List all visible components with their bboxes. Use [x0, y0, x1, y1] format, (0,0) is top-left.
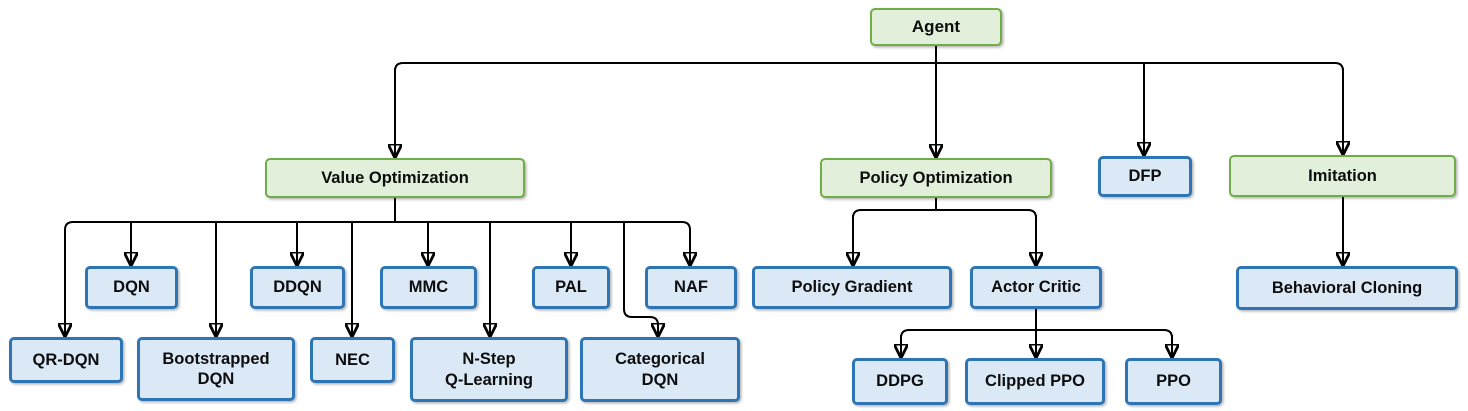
- bus-value-optimization: [64, 221, 691, 231]
- node-nec: NEC: [310, 337, 395, 383]
- node-mmc: MMC: [380, 266, 477, 309]
- edge-vo-categorical-dqn: [623, 222, 658, 335]
- node-naf: NAF: [645, 266, 737, 309]
- node-bootstrapped-dqn: Bootstrapped DQN: [137, 337, 295, 401]
- bus-policy-optimization: [852, 209, 1037, 219]
- node-behavioral-cloning: Behavioral Cloning: [1236, 266, 1458, 310]
- node-qr-dqn: QR-DQN: [9, 337, 123, 383]
- node-value-optimization: Value Optimization: [265, 158, 525, 198]
- node-ddpg: DDPG: [852, 358, 948, 405]
- node-ddqn: DDQN: [250, 266, 345, 309]
- bus-agent: [394, 62, 1344, 72]
- node-ppo: PPO: [1125, 358, 1222, 405]
- node-categorical-dqn: Categorical DQN: [580, 337, 740, 402]
- node-n-step-q-learning: N-Step Q-Learning: [410, 337, 568, 402]
- node-imitation: Imitation: [1229, 155, 1456, 197]
- node-pal: PAL: [532, 266, 610, 309]
- node-policy-optimization: Policy Optimization: [820, 158, 1052, 198]
- node-dqn: DQN: [85, 266, 178, 309]
- node-agent: Agent: [870, 8, 1002, 46]
- node-clipped-ppo: Clipped PPO: [965, 358, 1105, 405]
- node-policy-gradient: Policy Gradient: [752, 266, 952, 309]
- node-dfp: DFP: [1098, 156, 1192, 197]
- node-actor-critic: Actor Critic: [970, 266, 1102, 309]
